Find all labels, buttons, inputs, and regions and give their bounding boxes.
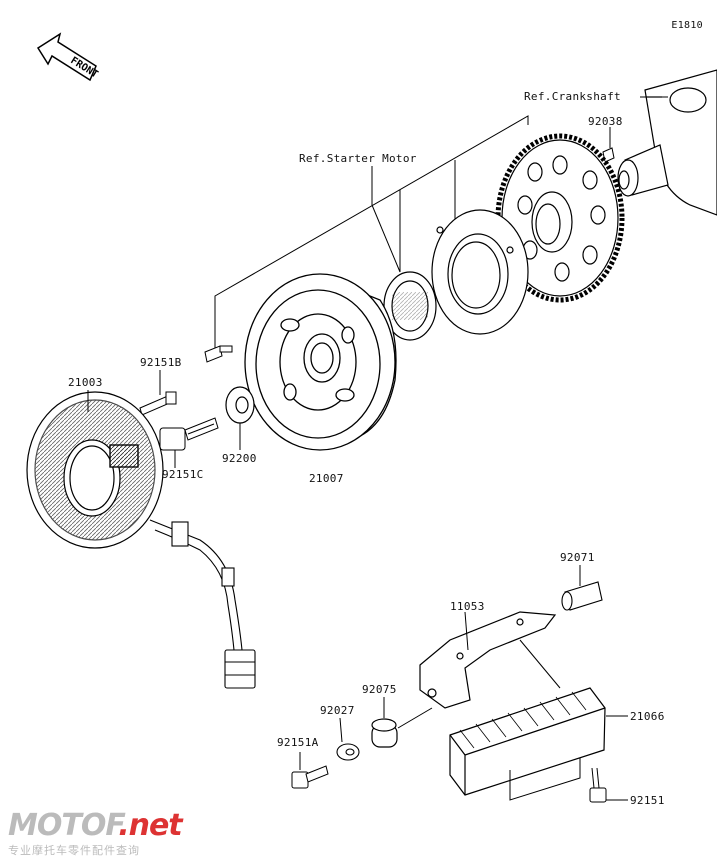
part-label-92151c: 92151C <box>162 468 204 481</box>
diagram-code: E1810 <box>671 20 703 31</box>
starter-clutch-ring <box>431 209 529 335</box>
watermark-tagline: 专业摩托车零件配件查询 <box>8 844 140 857</box>
part-label-92151a: 92151A <box>277 736 319 749</box>
part-label-21007: 21007 <box>309 472 344 485</box>
starter-gear <box>495 133 625 303</box>
starter-ref-leaders <box>214 115 529 348</box>
front-arrow-icon: FRONT <box>36 32 100 82</box>
part-label-92075: 92075 <box>362 683 397 696</box>
sensor-92071 <box>561 581 603 611</box>
stator-wire-harness <box>149 519 256 689</box>
part-label-92151: 92151 <box>630 794 665 807</box>
bolt-92151a <box>291 765 329 789</box>
part-label-21066: 21066 <box>630 710 665 723</box>
one-way-clutch <box>383 271 437 341</box>
spacer-92200 <box>225 386 255 424</box>
part-label-92027: 92027 <box>320 704 355 717</box>
watermark-brand: MOTOF <box>8 808 119 843</box>
watermark-suffix: .net <box>118 808 182 843</box>
bolt-top <box>204 345 233 363</box>
stator-21003 <box>26 391 164 549</box>
collar-92027 <box>336 743 360 761</box>
regulator-21066 <box>449 687 606 796</box>
bolt-92151 <box>589 767 607 803</box>
part-label-92200: 92200 <box>222 452 257 465</box>
crankshaft <box>617 69 717 216</box>
bolt-92151c <box>159 417 219 451</box>
ref-starter-motor-label: Ref.Starter Motor <box>299 152 417 165</box>
part-label-92038: 92038 <box>588 115 623 128</box>
bolt-92151b <box>139 391 177 416</box>
part-label-21003: 21003 <box>68 376 103 389</box>
watermark-logo: MOTOF.net <box>8 808 183 843</box>
part-label-92071: 92071 <box>560 551 595 564</box>
grommet-92075 <box>371 718 398 748</box>
part-label-92151b: 92151B <box>140 356 182 369</box>
ref-crankshaft-label: Ref.Crankshaft <box>524 90 621 103</box>
bracket-11053 <box>419 611 557 709</box>
flywheel-rotor-21007 <box>244 273 397 451</box>
part-label-11053: 11053 <box>450 600 485 613</box>
